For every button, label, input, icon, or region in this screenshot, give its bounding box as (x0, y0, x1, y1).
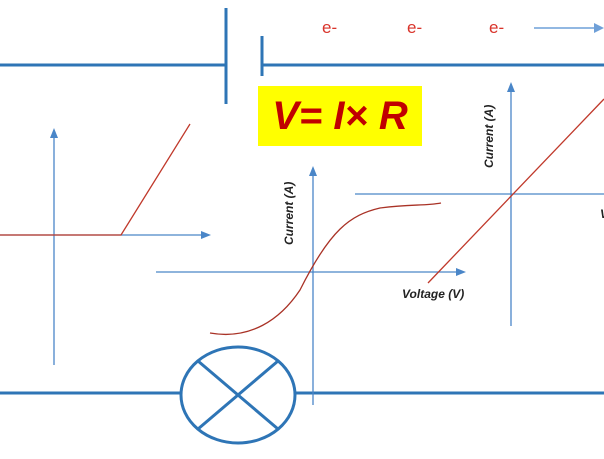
graph3-x-label-cut: V (600, 207, 604, 221)
arrow-right-icon (534, 23, 604, 33)
lamp-icon (179, 345, 297, 445)
electron-label: e- (489, 18, 504, 37)
graph-diode (0, 123, 211, 365)
graph-filament-lamp: Current (A) Voltage (V) (156, 166, 466, 405)
electron-label: e- (322, 18, 337, 37)
electron-label: e- (407, 18, 422, 37)
graph3-line (427, 98, 604, 284)
graph2-y-label: Current (A) (282, 182, 296, 245)
graph3-y-label: Current (A) (482, 105, 496, 168)
graph2-x-label: Voltage (V) (402, 287, 464, 301)
ohms-law-formula: V= I× R (258, 86, 422, 146)
battery-icon (224, 8, 264, 104)
graph-ohmic: Current (A) V (355, 82, 604, 326)
graph1-curve (0, 123, 191, 236)
graph2-curve (209, 202, 442, 335)
